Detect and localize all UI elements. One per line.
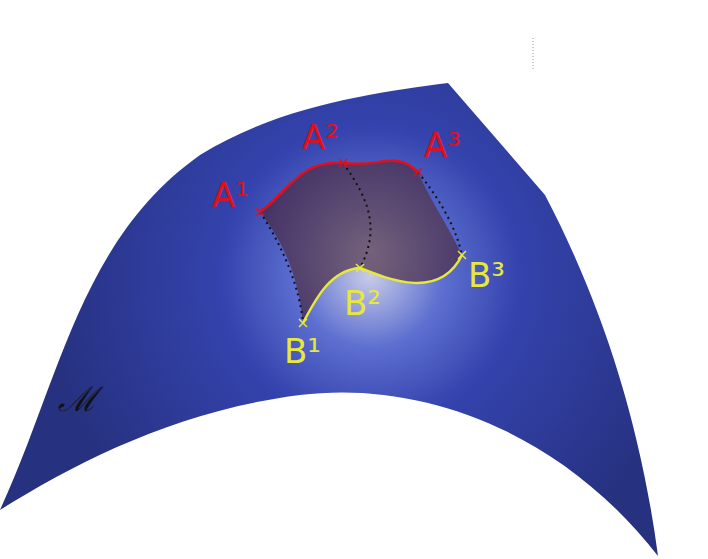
point-label: B³ (468, 258, 505, 292)
point-label: A¹ (212, 178, 249, 212)
yellow-curve (303, 255, 462, 323)
manifold-surface (0, 83, 658, 556)
point-label: A² (302, 120, 339, 154)
dotted-path (343, 163, 371, 268)
corner-tick (533, 38, 534, 70)
point-markers (256, 159, 466, 327)
dotted-path (260, 212, 303, 323)
shaded-region (260, 161, 462, 323)
dotted-path (418, 172, 462, 255)
point-label: B² (344, 286, 381, 320)
manifold-symbol: ℳ (58, 382, 97, 416)
point-label: A³ (424, 128, 461, 162)
point-label: B¹ (284, 334, 321, 368)
red-curve (260, 161, 418, 212)
